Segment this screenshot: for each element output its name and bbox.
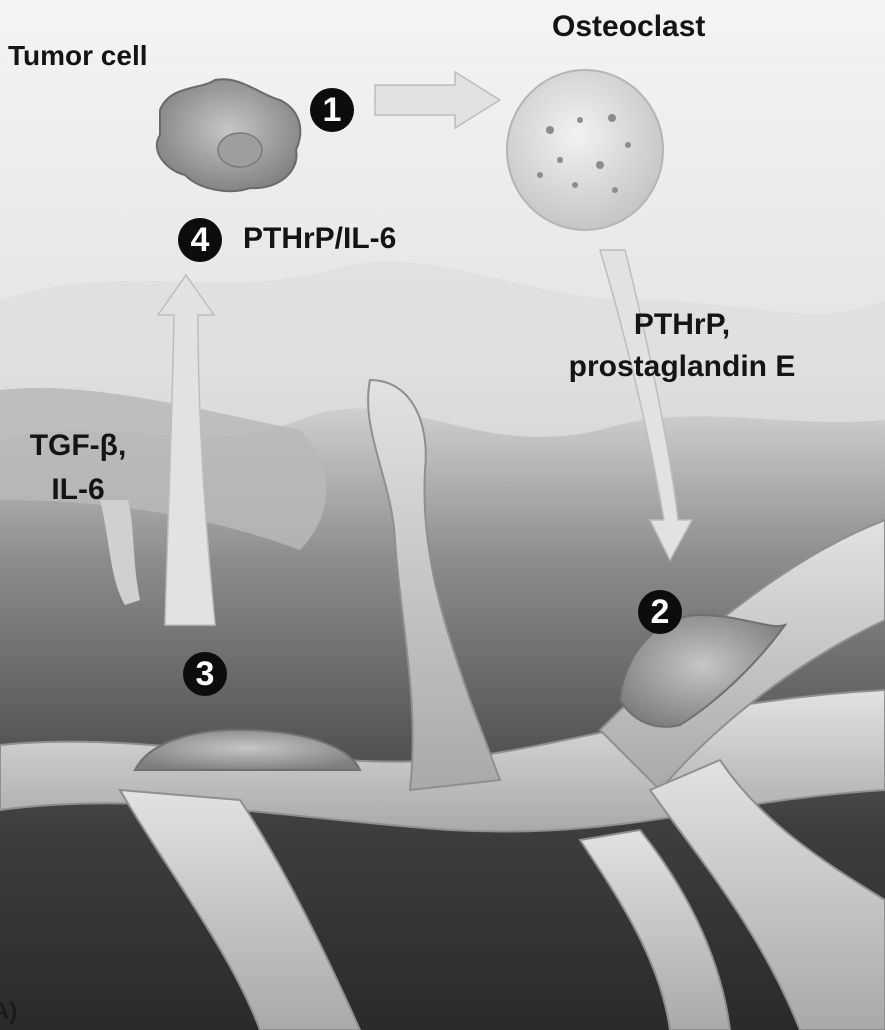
tumor-cell-label: Tumor cell [8, 40, 148, 72]
pthrp-il6-label: PTHrP/IL-6 [243, 222, 396, 256]
pthrp-prostaglandin-label: PTHrP, prostaglandin E [532, 304, 832, 388]
osteoclast-cell [507, 70, 663, 230]
panel-letter: A) [0, 998, 17, 1026]
tgf-il6-label: TGF-β, IL-6 [8, 424, 148, 511]
step-2-badge: 2 [638, 590, 682, 634]
step-4-badge: 4 [178, 218, 222, 262]
tumor-cell-nucleus [218, 133, 262, 167]
osteoclast-label: Osteoclast [552, 10, 705, 44]
step-1-badge: 1 [310, 88, 354, 132]
step-3-badge: 3 [183, 652, 227, 696]
